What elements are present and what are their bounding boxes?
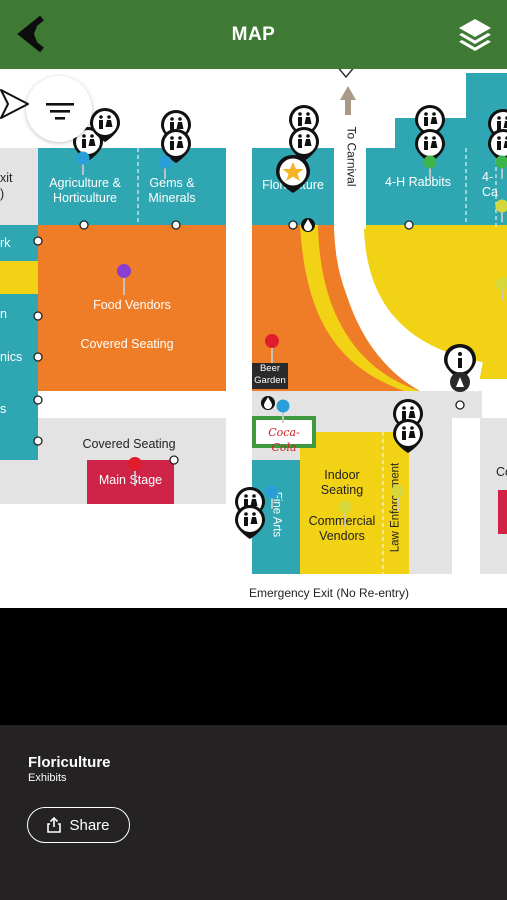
exhibit-block-agriculture[interactable] [38, 148, 226, 225]
app-header: MAP [0, 0, 507, 69]
map-overlay [33, 69, 507, 574]
rabbits-label: 4-H Rabbits [385, 175, 451, 189]
chevron-marker-icon [338, 69, 354, 79]
right-co-label: Co [496, 465, 507, 479]
left-s-label: s [0, 402, 7, 416]
main-stage-label: Main Stage [98, 473, 163, 487]
carnival-arrow-icon [340, 86, 356, 115]
share-icon [47, 817, 62, 833]
location-arrow-icon[interactable] [0, 87, 30, 121]
exhibit-pins[interactable] [75, 150, 507, 528]
info-marker-icon[interactable] [444, 344, 476, 392]
indoor-seating-block[interactable] [300, 432, 409, 574]
right-fragment-label: 4- Ca [482, 170, 498, 199]
selected-star-marker[interactable] [276, 155, 310, 193]
share-label: Share [69, 816, 110, 834]
exhibit-block-left-edge[interactable] [0, 148, 38, 225]
share-button[interactable]: Share [27, 807, 130, 843]
left-yellow-strip[interactable] [0, 261, 38, 294]
location-title: Floriculture [28, 754, 111, 771]
junction-dots [33, 220, 465, 465]
food-vendors-block[interactable] [38, 225, 226, 391]
gems-label: Gems & Minerals [148, 176, 196, 205]
layers-icon[interactable] [457, 16, 493, 54]
map-markers [73, 105, 507, 539]
right-red-block[interactable] [498, 490, 507, 534]
left-n-label: n [0, 307, 7, 321]
covered-seating-label: Covered Seating [80, 337, 174, 351]
coca-cola-label: Coca-Cola [268, 426, 300, 454]
food-vendors-label: Food Vendors [93, 298, 171, 312]
left-teal-strip-1[interactable] [0, 225, 38, 261]
back-arrow-icon[interactable] [12, 15, 50, 53]
filter-button[interactable] [26, 76, 92, 142]
indoor-seating-label: Indoor Seating [320, 468, 364, 497]
page-title: MAP [231, 23, 276, 45]
gray-walkway [252, 391, 482, 418]
yellow-curve-area [334, 225, 507, 379]
orange-inner-curve [300, 225, 410, 391]
filter-icon [46, 103, 74, 120]
left-nics-label: nics [0, 350, 23, 364]
exit-fragment-label: xit [0, 171, 13, 185]
location-category: Exhibits [28, 772, 67, 784]
beer-garden-label: Beer Garden [252, 363, 288, 389]
location-detail-sheet: Floriculture Exhibits Share [0, 725, 507, 900]
left-teal-strip-3[interactable] [0, 418, 38, 460]
water-icon[interactable] [261, 218, 315, 410]
exhibit-block-rabbits[interactable] [366, 148, 507, 225]
left-rk-label: rk [0, 236, 11, 250]
covered-seating-bottom-label: Covered Seating [82, 437, 176, 451]
spacer-band [0, 608, 507, 725]
agriculture-label: Agriculture & Horticulture [49, 176, 121, 205]
exit-fragment-label-2: ) [0, 187, 5, 201]
emergency-exit-label: Emergency Exit (No Re-entry) [248, 586, 410, 600]
yellow-band [300, 225, 420, 391]
venue-map[interactable]: xit ) Agriculture & Horticulture Gems & … [0, 69, 507, 608]
coca-cola-sign-inner [256, 420, 312, 444]
commercial-vendors-label: Commercial Vendors [308, 514, 376, 543]
